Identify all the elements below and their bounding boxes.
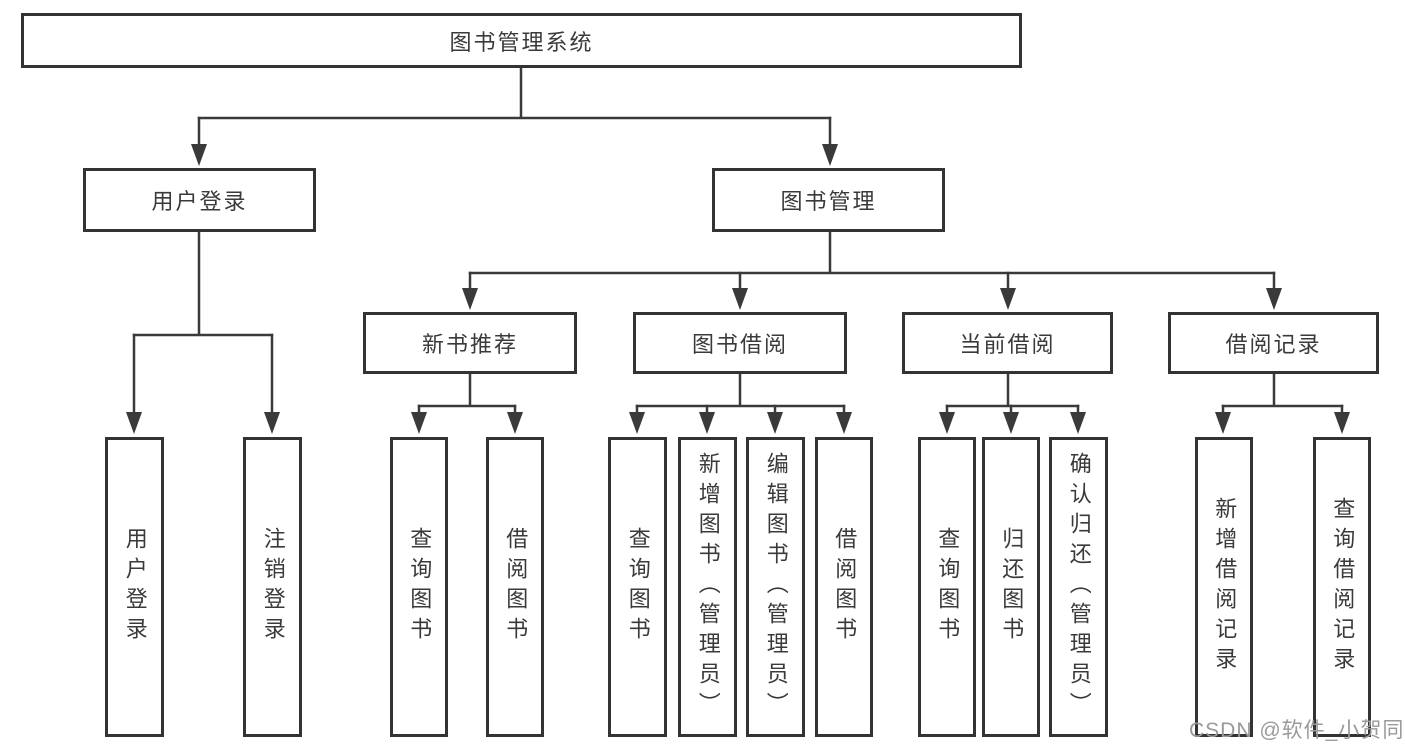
node-root-library-management-system: 图书管理系统 [21,13,1022,68]
connector-new-book-recommend-to-leaves [411,374,523,434]
leaf-label: 用户登录 [122,527,148,647]
leaf-label: 借阅图书 [503,527,529,647]
connector-arrowhead [462,288,478,310]
leaf-label: 注销登录 [260,527,286,647]
leaf-add-books-admin: 新增图书（管理员） [678,437,737,737]
connector-book-borrowing-to-leaves [629,374,852,434]
leaf-label: 查询图书 [935,527,961,647]
connector-arrowhead [507,412,523,434]
connector-current-borrowing-to-leaves [939,374,1086,434]
connector-arrowhead [411,412,427,434]
node-borrowing-records: 借阅记录 [1168,312,1379,374]
connector-root-to-level2 [191,68,838,166]
connector-arrowhead [1266,288,1282,310]
leaf-label: 编辑图书（管理员） [763,452,789,722]
connector-book-management-to-level3 [462,232,1282,310]
leaf-query-books-current: 查询图书 [918,437,976,737]
leaf-confirm-return-admin: 确认归还（管理员） [1049,437,1108,737]
leaf-query-books-recommend: 查询图书 [390,437,448,737]
leaf-label: 新增图书（管理员） [695,452,721,722]
connector-arrowhead [1070,412,1086,434]
leaf-logout: 注销登录 [243,437,302,737]
connector-arrowhead [126,412,142,434]
leaf-borrow-books-borrowing: 借阅图书 [815,437,873,737]
leaf-label: 归还图书 [999,527,1025,647]
connector-borrowing-records-to-leaves [1215,374,1350,434]
leaf-label: 查询借阅记录 [1330,497,1356,677]
leaf-return-books: 归还图书 [982,437,1040,737]
leaf-label: 确认归还（管理员） [1066,452,1092,722]
connector-arrowhead [822,144,838,166]
node-book-borrowing: 图书借阅 [633,312,847,374]
connector-arrowhead [629,412,645,434]
leaf-edit-books-admin: 编辑图书（管理员） [746,437,805,737]
leaf-label: 新增借阅记录 [1212,497,1238,677]
leaf-user-login: 用户登录 [105,437,164,737]
leaf-query-books-borrowing: 查询图书 [608,437,667,737]
connector-arrowhead [1000,288,1016,310]
leaf-label: 查询图书 [407,527,433,647]
leaf-borrow-books-recommend: 借阅图书 [486,437,544,737]
connector-user-login-to-leaves [126,232,280,434]
connector-arrowhead [264,412,280,434]
connector-arrowhead [939,412,955,434]
leaf-query-borrow-record: 查询借阅记录 [1313,437,1371,737]
csdn-watermark: CSDN @软件_小贺同学 [1189,719,1405,742]
connector-arrowhead [699,412,715,434]
connector-arrowhead [767,412,783,434]
leaf-add-borrow-record: 新增借阅记录 [1195,437,1253,737]
node-new-book-recommend: 新书推荐 [363,312,577,374]
connector-arrowhead [1334,412,1350,434]
connector-arrowhead [1003,412,1019,434]
leaf-label: 查询图书 [625,527,651,647]
connector-arrowhead [1215,412,1231,434]
connector-arrowhead [732,288,748,310]
node-user-login: 用户登录 [83,168,316,232]
node-book-management: 图书管理 [712,168,945,232]
connector-arrowhead [191,144,207,166]
leaf-label: 借阅图书 [832,527,858,647]
node-current-borrowing: 当前借阅 [902,312,1113,374]
connector-arrowhead [836,412,852,434]
